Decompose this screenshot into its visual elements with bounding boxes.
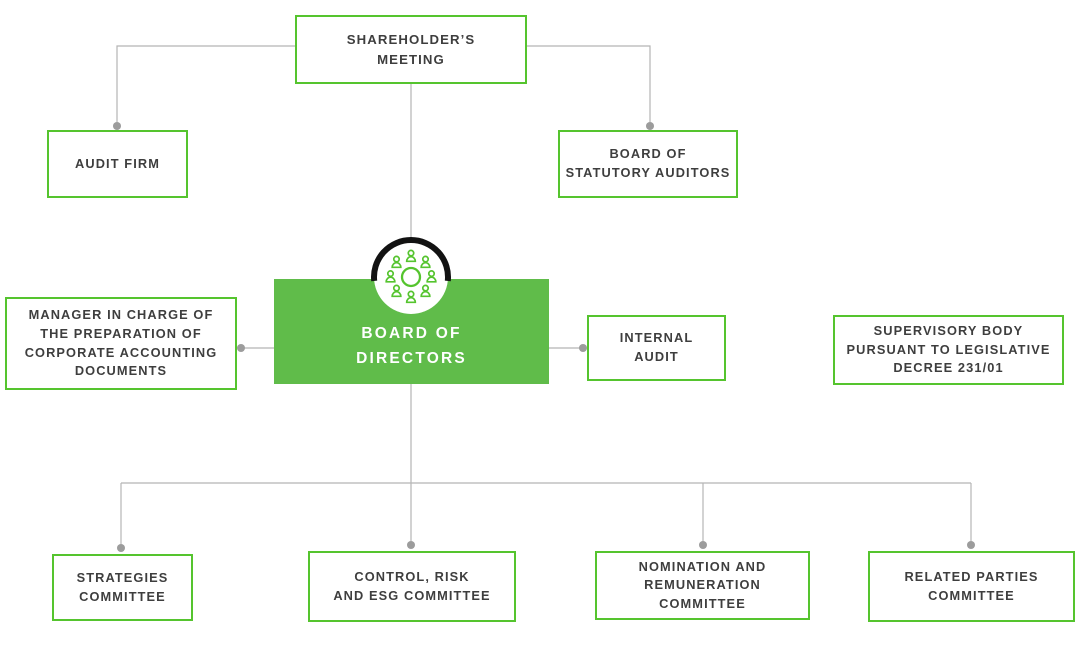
- node-supervisory-body: SUPERVISORY BODY PURSUANT TO LEGISLATIVE…: [833, 315, 1064, 385]
- node-related-parties-committee: RELATED PARTIES COMMITTEE: [868, 551, 1075, 622]
- node-internal-audit: INTERNAL AUDIT: [587, 315, 726, 381]
- node-label: CONTROL, RISK AND ESG COMMITTEE: [333, 568, 491, 603]
- board-members-icon: [371, 237, 451, 314]
- node-board-statutory-auditors: BOARD OF STATUTORY AUDITORS: [558, 130, 738, 198]
- node-nomination-remuneration-committee: NOMINATION AND REMUNERATION COMMITTEE: [595, 551, 810, 620]
- node-label: AUDIT FIRM: [75, 155, 160, 171]
- node-label: MANAGER IN CHARGE OF THE PREPARATION OF …: [24, 307, 218, 379]
- node-label: INTERNAL AUDIT: [619, 330, 694, 364]
- node-shareholders-meeting: SHAREHOLDER’S MEETING: [295, 15, 527, 84]
- node-audit-firm: AUDIT FIRM: [47, 130, 188, 198]
- node-label: BOARD OF STATUTORY AUDITORS: [565, 146, 731, 180]
- node-strategies-committee: STRATEGIES COMMITTEE: [52, 554, 193, 621]
- node-label: NOMINATION AND REMUNERATION COMMITTEE: [638, 558, 767, 611]
- node-label: SUPERVISORY BODY PURSUANT TO LEGISLATIVE…: [846, 323, 1051, 376]
- node-label: RELATED PARTIES COMMITTEE: [904, 568, 1039, 603]
- node-label: BOARD OF DIRECTORS: [356, 324, 467, 367]
- node-control-risk-esg-committee: CONTROL, RISK AND ESG COMMITTEE: [308, 551, 516, 622]
- node-label: SHAREHOLDER’S MEETING: [346, 32, 476, 67]
- node-label: STRATEGIES COMMITTEE: [76, 569, 169, 604]
- node-manager-in-charge: MANAGER IN CHARGE OF THE PREPARATION OF …: [5, 297, 237, 390]
